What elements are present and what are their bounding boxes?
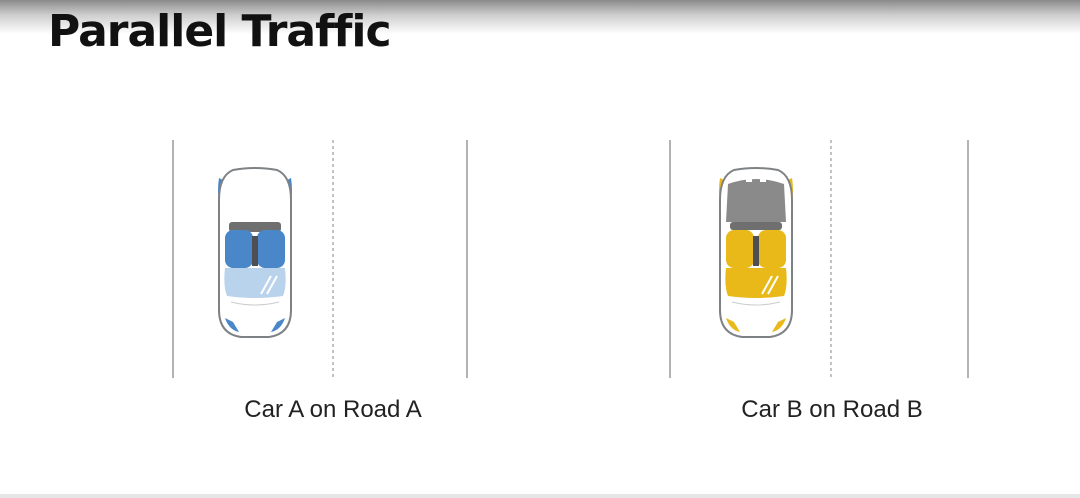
slide-title: Parallel Traffic bbox=[48, 6, 392, 57]
top-shadow bbox=[0, 0, 1080, 34]
car-a-caption: Car A on Road A bbox=[244, 396, 422, 423]
bottom-divider bbox=[0, 494, 1080, 498]
road-a bbox=[172, 140, 468, 378]
road-b bbox=[669, 140, 969, 378]
car-a-icon bbox=[218, 167, 292, 338]
car-b-icon bbox=[719, 167, 793, 338]
car-b-caption: Car B on Road B bbox=[741, 396, 923, 423]
